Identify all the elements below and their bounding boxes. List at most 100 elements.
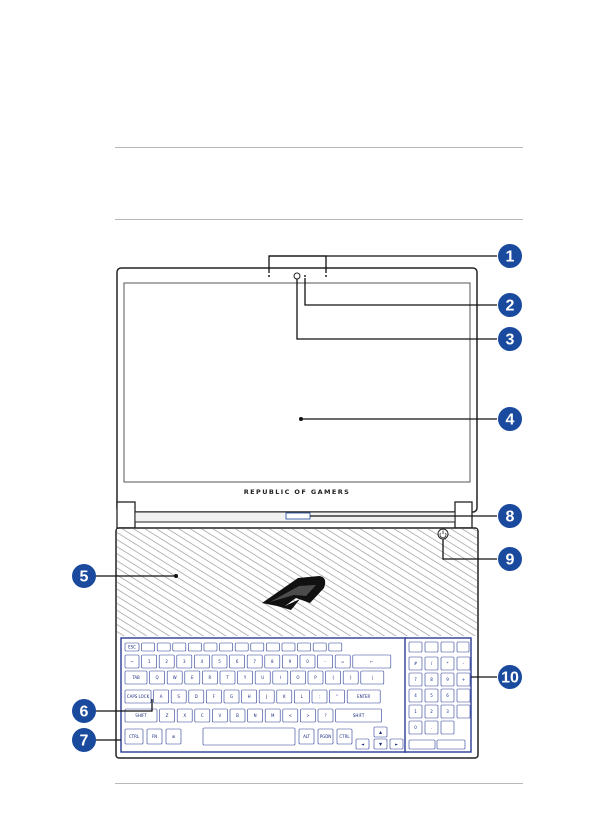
key-r2-5 (219, 670, 236, 685)
key-r3-3-label: D (195, 694, 198, 699)
numpad-key-14-label: 3 (446, 709, 449, 714)
key-r1-5 (211, 654, 228, 669)
key-r1-11-label: - (324, 659, 326, 664)
power-icon (439, 530, 447, 538)
key-r1-5-label: 5 (218, 659, 221, 664)
callout-badge-10 (498, 665, 522, 689)
key-r4-7 (264, 708, 281, 723)
key-r3-4 (206, 689, 222, 704)
key-r4-8 (282, 708, 299, 723)
key-r3-10-label: : (319, 694, 320, 699)
key-r3-0 (124, 689, 152, 704)
numpad-key-2 (440, 656, 455, 671)
callout-badge-8 (498, 504, 522, 528)
key-ctrl-left (124, 728, 144, 745)
key-r0-5 (203, 642, 218, 652)
key-r1-8 (264, 654, 281, 669)
key-r1-2-label: 2 (165, 659, 168, 664)
key-r3-1 (153, 689, 169, 704)
key-arrow-up-label: ▲ (379, 730, 383, 735)
key-r0-11 (297, 642, 311, 652)
key-r0-2 (156, 642, 171, 652)
key-r0-13 (328, 642, 343, 652)
key-r1-9-label: 9 (289, 659, 292, 664)
numpad-top-3 (456, 641, 470, 653)
numpad-top-0 (408, 641, 423, 653)
numpad-key-12-label: 1 (414, 709, 417, 714)
rog-logo (262, 576, 326, 610)
key-r1-1 (141, 654, 157, 669)
numpad-key-12 (408, 704, 423, 719)
key-r3-1-label: A (160, 694, 163, 699)
numpad-key-9-label: 5 (430, 693, 433, 698)
key-r2-2-label: W (173, 675, 177, 680)
numpad-key-14 (440, 704, 455, 719)
key-r4-8-label: < (289, 713, 292, 718)
key-r4-1-label: Z (166, 713, 169, 718)
callout-number-9: 9 (506, 552, 515, 569)
key-r2-4-label: R (209, 675, 212, 680)
key-r4-5 (229, 708, 246, 723)
numpad-key-4-label: 7 (414, 677, 417, 682)
callout-number-3: 3 (506, 332, 515, 349)
hinge-right (454, 501, 473, 529)
key-r0-9 (266, 642, 280, 652)
key-r1-13-label: ← (370, 659, 374, 664)
numpad-key-3 (456, 656, 471, 671)
callout-badge-9 (498, 547, 522, 571)
key-r4-2-label: X (183, 713, 186, 718)
key-r1-4-label: 4 (201, 659, 204, 664)
numpad-key-2-label: * (447, 661, 449, 666)
key-r2-8-label: I (280, 675, 281, 680)
key-r4-9 (300, 708, 316, 723)
key-r1-10-label: 0 (306, 659, 309, 664)
key-r4-0-label: SHIFT (135, 713, 147, 718)
key-r4-3 (194, 708, 211, 723)
key-r2-13-label: | (372, 675, 373, 680)
key-pgdn-label: PGDN (320, 734, 332, 739)
key-r0-3 (172, 642, 187, 652)
key-alt-left-label: ALT (303, 734, 310, 739)
key-r4-0 (124, 708, 158, 723)
key-r2-7 (254, 670, 271, 685)
leader-dot-display (299, 417, 303, 421)
key-r3-2-label: S (177, 694, 180, 699)
key-r0-0 (124, 642, 140, 652)
key-r1-0-label: ~ (130, 659, 133, 664)
key-r2-3 (184, 670, 201, 685)
key-arrow-down-label: ▼ (379, 742, 383, 747)
key-r1-6 (229, 654, 245, 669)
key-fn (146, 728, 163, 745)
key-r3-11 (329, 689, 345, 704)
key-r1-8-label: 8 (271, 659, 274, 664)
header-rule-bottom (115, 219, 523, 220)
key-arrow-left (355, 738, 370, 750)
key-r1-7-label: 7 (253, 659, 256, 664)
touchpad-button-right (436, 739, 466, 750)
key-r1-10 (299, 654, 316, 669)
numpad-top-1 (424, 641, 439, 653)
key-r1-13 (352, 654, 392, 669)
key-r0-4 (188, 642, 202, 652)
numpad-key-13 (424, 704, 439, 719)
key-r0-6 (219, 642, 233, 652)
key-r0-0-label: ESC (128, 645, 136, 650)
callout-number-8: 8 (506, 509, 515, 526)
numpad-key-7-label: + (462, 677, 465, 682)
numpad-key-1-label: / (431, 661, 433, 666)
key-r3-7-label: J (265, 694, 267, 699)
callout-number-6: 6 (80, 704, 89, 721)
key-r2-6-label: Y (243, 675, 247, 680)
key-r3-2 (170, 689, 187, 704)
key-r2-7-label: U (261, 675, 264, 680)
key-ctrl-left-label: CTRL (129, 734, 140, 739)
key-r3-3 (188, 689, 205, 704)
footer-rule (115, 783, 523, 784)
key-r3-10 (311, 689, 328, 704)
key-r1-12-label: = (341, 659, 344, 664)
key-r1-7 (246, 654, 263, 669)
numpad-key-11 (456, 688, 471, 703)
numpad-key-0 (408, 656, 423, 671)
numpad-key-3-label: - (463, 661, 465, 666)
